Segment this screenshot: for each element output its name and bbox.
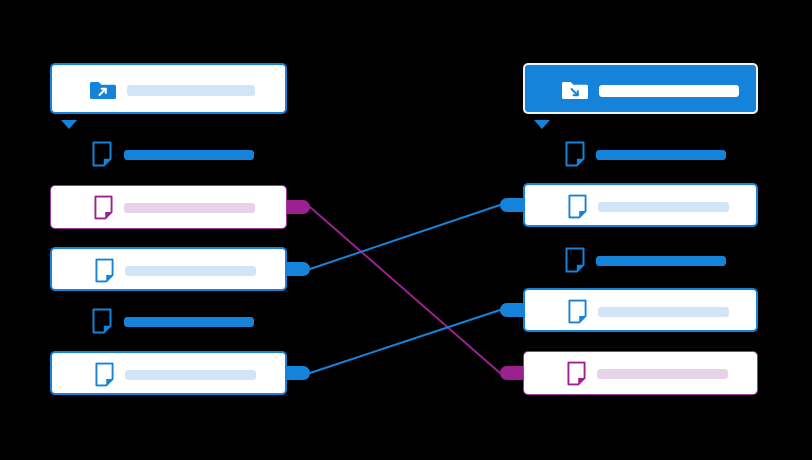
file-name-placeholder-bar <box>597 369 728 379</box>
folder-arrow-down-right-icon <box>561 80 589 101</box>
file-name-placeholder-bar <box>124 317 254 327</box>
caret-down-icon <box>61 120 77 129</box>
folder-title-placeholder-bar <box>599 85 739 97</box>
document-icon <box>92 308 112 334</box>
connector-nub-blue <box>500 303 523 317</box>
document-icon <box>95 362 114 387</box>
document-icon <box>568 194 587 219</box>
document-icon <box>565 247 585 273</box>
connection-line-magenta <box>309 206 501 374</box>
document-icon <box>92 141 112 167</box>
file-card-blue <box>50 351 287 395</box>
destination-folder-card <box>523 63 758 114</box>
file-card-blue <box>50 247 287 291</box>
document-icon <box>567 361 586 386</box>
file-name-placeholder-bar <box>598 202 729 212</box>
document-icon <box>94 195 113 220</box>
connection-line-blue <box>309 204 501 270</box>
folder-title-placeholder-bar <box>127 85 255 96</box>
file-card-magenta <box>523 351 758 395</box>
document-icon <box>568 299 587 324</box>
file-name-placeholder-bar <box>598 307 729 317</box>
file-name-placeholder-bar <box>125 266 256 276</box>
connector-nub-blue <box>500 198 523 212</box>
caret-down-icon <box>534 120 550 129</box>
file-card-blue <box>523 288 758 332</box>
file-card-magenta <box>50 185 287 229</box>
file-name-placeholder-bar <box>124 203 255 213</box>
document-icon <box>565 141 585 167</box>
document-icon <box>95 258 114 283</box>
connector-nub-magenta <box>500 366 523 380</box>
connector-nub-blue <box>287 366 310 380</box>
file-name-placeholder-bar <box>596 150 726 160</box>
folder-arrow-up-right-icon <box>89 80 117 101</box>
connection-line-blue <box>309 309 501 374</box>
file-card-blue <box>523 183 758 227</box>
file-name-placeholder-bar <box>596 256 726 266</box>
file-name-placeholder-bar <box>124 150 254 160</box>
file-name-placeholder-bar <box>125 370 256 380</box>
connector-nub-magenta <box>287 200 310 214</box>
connector-nub-blue <box>287 262 310 276</box>
source-folder-card <box>50 63 287 114</box>
